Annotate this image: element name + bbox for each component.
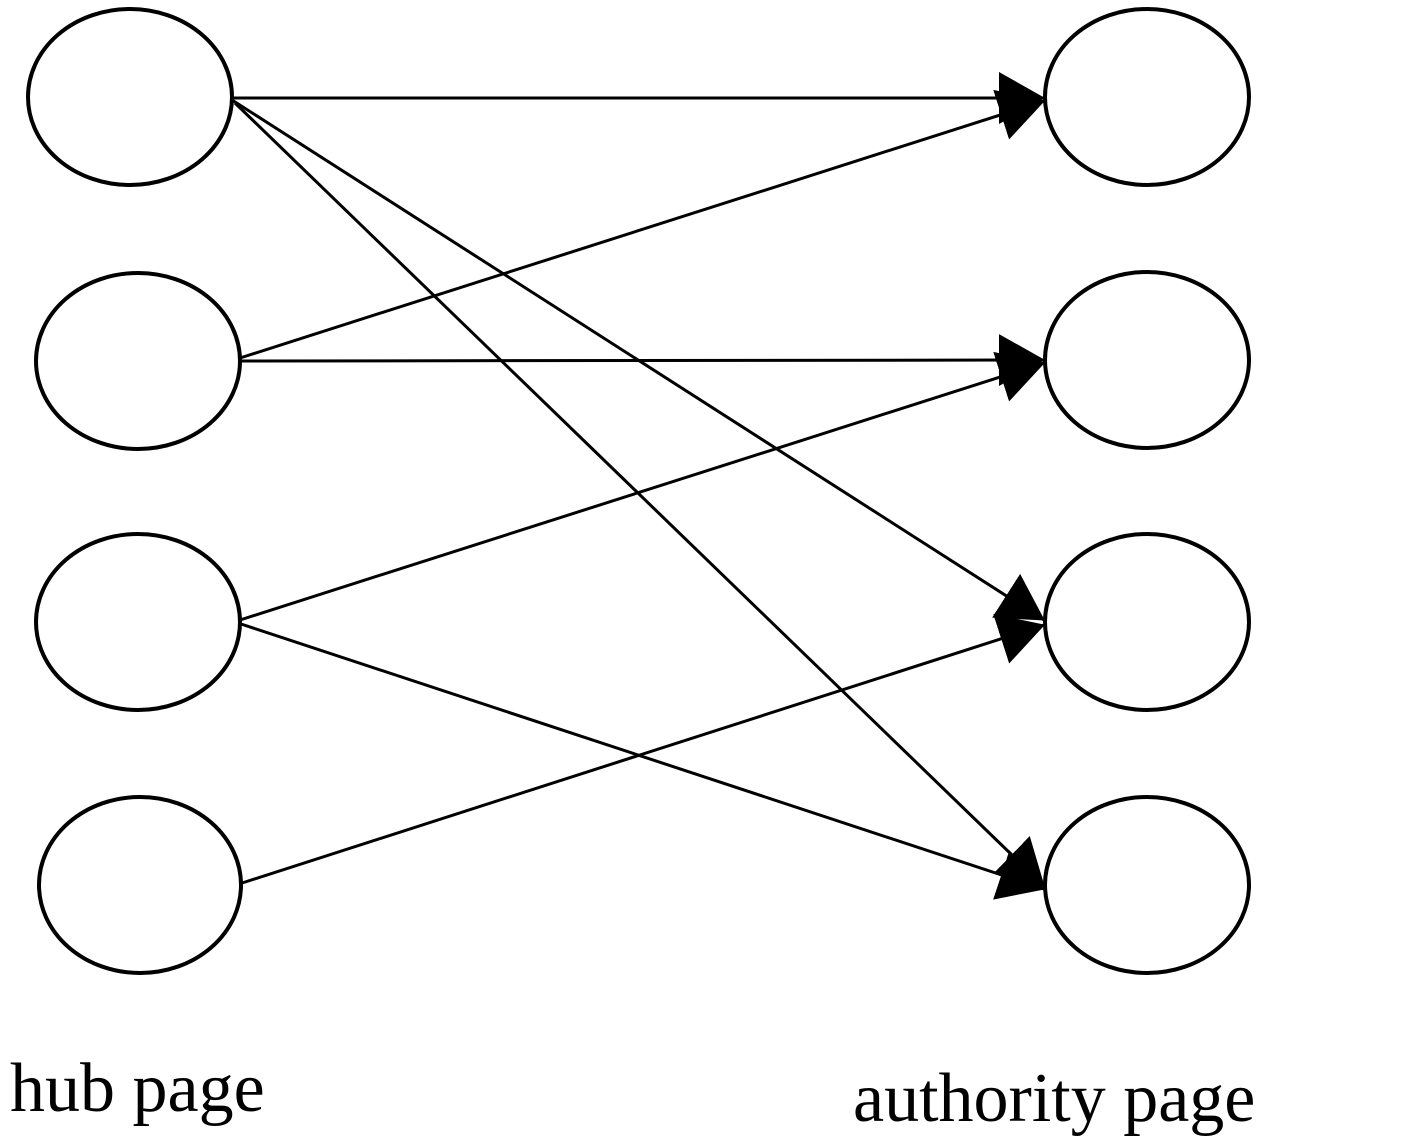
authority-page-label: authority page: [853, 1060, 1256, 1137]
hub-1-node: [26, 7, 234, 187]
edge-hub-1-to-authority-4: [233, 101, 1046, 888]
edge-hub-3-to-authority-2: [239, 351, 1045, 622]
edge-hub-2-to-authority-2: [239, 334, 1045, 387]
authority-1-node: [1043, 7, 1251, 187]
hub-4-node: [37, 795, 243, 975]
edges-layer: [231, 72, 1046, 900]
nodes-layer: [26, 7, 1251, 975]
authority-3-node: [1043, 532, 1251, 712]
authority-4-node: [1043, 795, 1251, 975]
edge-hub-4-to-authority-3: [241, 614, 1045, 885]
hub-3-node: [34, 532, 242, 712]
edge-hub-2-to-authority-1: [239, 89, 1045, 360]
hub-2-node: [34, 271, 242, 451]
edge-hub-3-to-authority-4: [240, 622, 1045, 900]
authority-2-node: [1043, 270, 1251, 450]
hub-page-label: hub page: [10, 1050, 265, 1127]
